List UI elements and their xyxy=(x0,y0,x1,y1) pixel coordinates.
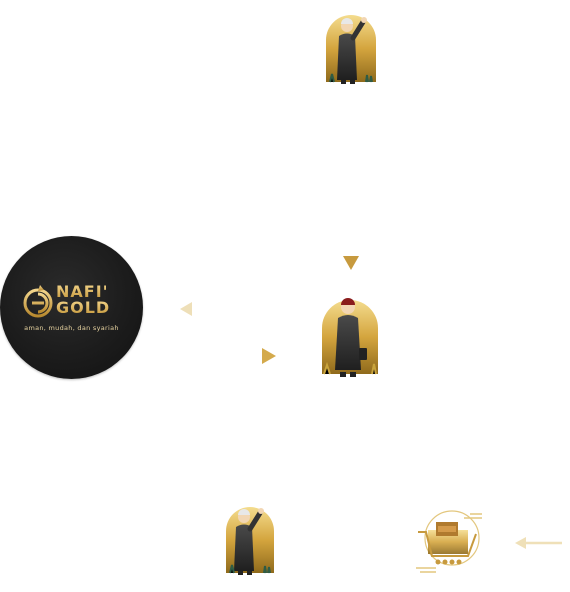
arrow-right-icon xyxy=(182,348,276,364)
logo-name-line2: GOLD xyxy=(56,300,126,316)
nafi-gold-logo: NAFI' GOLD aman, mudah, dan syariah xyxy=(0,236,143,379)
top-person-icon xyxy=(326,15,376,84)
gold-cart-icon xyxy=(416,510,482,573)
arrow-left-icon xyxy=(180,302,278,316)
logo-brand: NAFI' GOLD xyxy=(22,282,132,322)
center-person-icon xyxy=(322,298,378,377)
arrow-down-icon xyxy=(343,138,359,270)
logo-name-line1: NAFI' xyxy=(56,284,126,300)
bottom-person-icon xyxy=(226,507,274,575)
gold-coin-icon xyxy=(23,285,53,318)
arrow-left-cart-icon xyxy=(515,537,562,549)
logo-tagline: aman, mudah, dan syariah xyxy=(24,324,119,332)
connector-line-right xyxy=(414,333,562,337)
